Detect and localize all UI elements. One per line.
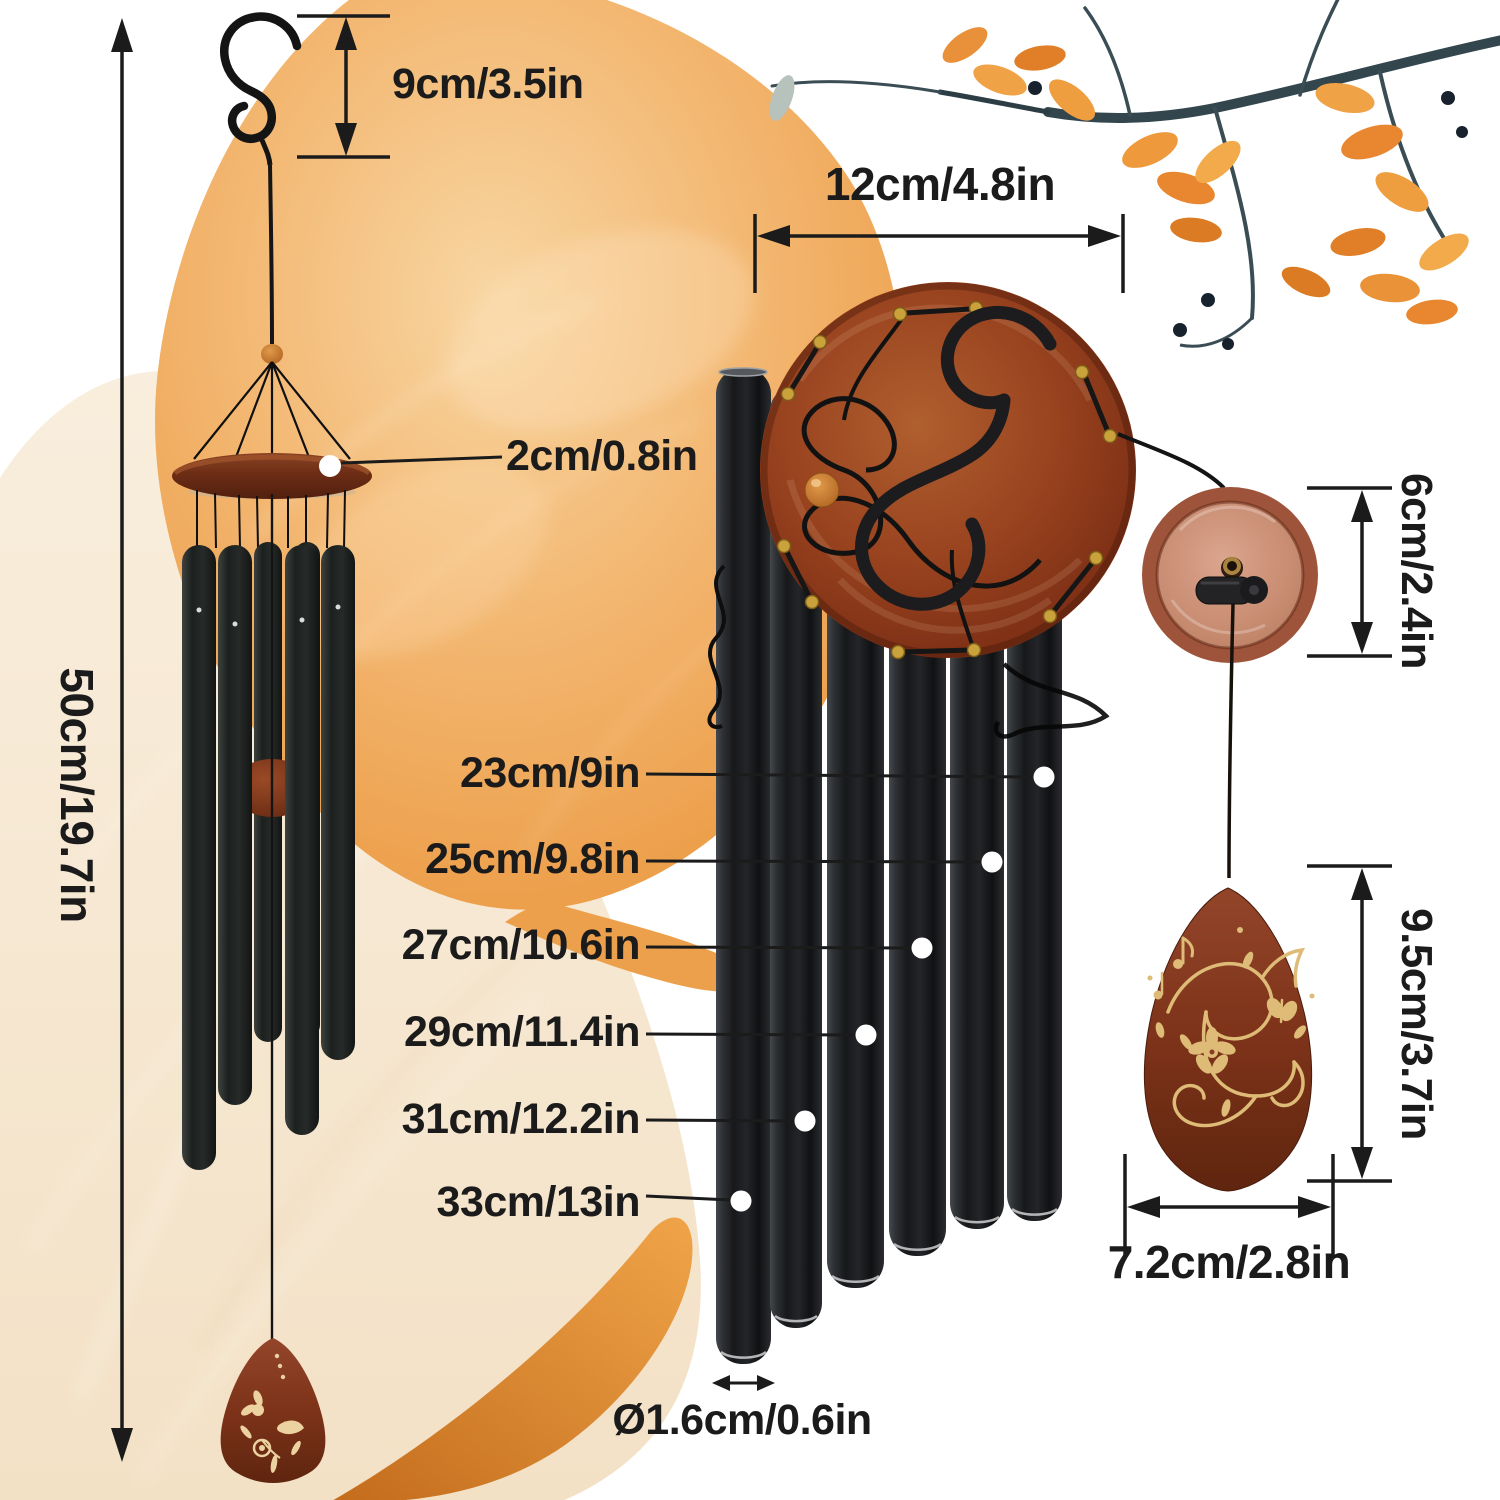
tube-length-label-25cm: 25cm/9.8in — [425, 835, 640, 883]
orange-blob-tail — [505, 903, 762, 992]
sail-music-notes — [1153, 927, 1243, 1000]
wood-bead — [261, 344, 283, 364]
suspension-strings — [193, 361, 351, 468]
catcher-disc-inner-edge — [1155, 500, 1305, 650]
tube-cord-right — [993, 662, 1110, 739]
sail-width-label: 7.2cm/2.8in — [1107, 1236, 1351, 1288]
sail-engraving — [1147, 927, 1315, 1128]
chime-tubes-front — [182, 545, 355, 1170]
assembled-wind-chime — [172, 12, 372, 1483]
exploded-view — [707, 282, 1226, 1364]
cord-lock-button-center — [1249, 585, 1259, 595]
ring-thickness-label: 2cm/0.8in — [506, 432, 698, 480]
tube-leader-lines — [645, 772, 1033, 1202]
tube-length-label-33cm: 33cm/13in — [436, 1178, 641, 1226]
tube-33cm — [716, 368, 771, 1364]
disc-cord-thread-top — [842, 311, 908, 421]
hook-stem — [259, 139, 273, 166]
hanging-cord — [268, 164, 274, 345]
sail-height-label: 9.5cm/3.7in — [1392, 908, 1441, 1140]
disc-s-hook-icon — [855, 306, 1057, 611]
leader-line-ring — [340, 455, 503, 465]
branch-berries — [1028, 81, 1468, 350]
cord-to-catcher — [1117, 432, 1226, 490]
catcher-cord — [1227, 603, 1235, 879]
brass-pins — [776, 300, 1118, 660]
tube-hang-holes — [196, 604, 341, 627]
tube-diameter-label: Ø1.6cm/0.6in — [612, 1396, 872, 1444]
tube-length-label-31cm: 31cm/12.2in — [401, 1095, 641, 1143]
top-disc-rim — [760, 282, 1136, 658]
tube-strings — [196, 489, 346, 549]
autumn-leaves — [769, 27, 1469, 325]
total-length-label: 50cm/19.7in — [51, 667, 103, 923]
leader-dot-ring — [319, 455, 341, 477]
wind-catcher-view — [1142, 487, 1318, 1192]
tube-length-label-27cm: 27cm/10.6in — [401, 921, 641, 969]
tube-length-label-29cm: 29cm/11.4in — [404, 1008, 640, 1056]
catcher-disc-height-label: 6cm/2.4in — [1392, 472, 1441, 670]
sail-leaves — [1147, 951, 1315, 1117]
tube-31cm — [770, 386, 822, 1328]
top-ring — [172, 453, 372, 499]
tube-cord-left — [707, 564, 726, 729]
tube-leader-dots — [730, 766, 1055, 1212]
autumn-branch — [769, 0, 1500, 350]
dimension-annotations — [111, 14, 1392, 1462]
catcher-disc-grain — [1170, 505, 1276, 635]
tube-bottom-rims — [720, 1207, 1058, 1359]
small-sail-engraving — [240, 1353, 304, 1473]
tube-33cm-top-rim — [718, 367, 768, 377]
top-ring-highlight — [173, 454, 371, 475]
sail-flower — [1188, 1027, 1236, 1074]
disc-bead-highlight — [811, 479, 821, 487]
top-width-label: 12cm/4.8in — [824, 158, 1056, 210]
disc-stitch-cords — [783, 306, 1111, 655]
s-hook-icon — [220, 12, 302, 143]
orange-swoosh — [333, 1217, 693, 1500]
disc-bead — [804, 472, 840, 508]
tube-length-label-23cm: 23cm/9in — [459, 749, 641, 797]
catcher-grommet — [1223, 557, 1241, 575]
disc-loose-cords — [801, 396, 1042, 589]
sail-butterfly — [1266, 997, 1298, 1022]
hook-height-label: 9cm/3.5in — [392, 60, 584, 108]
